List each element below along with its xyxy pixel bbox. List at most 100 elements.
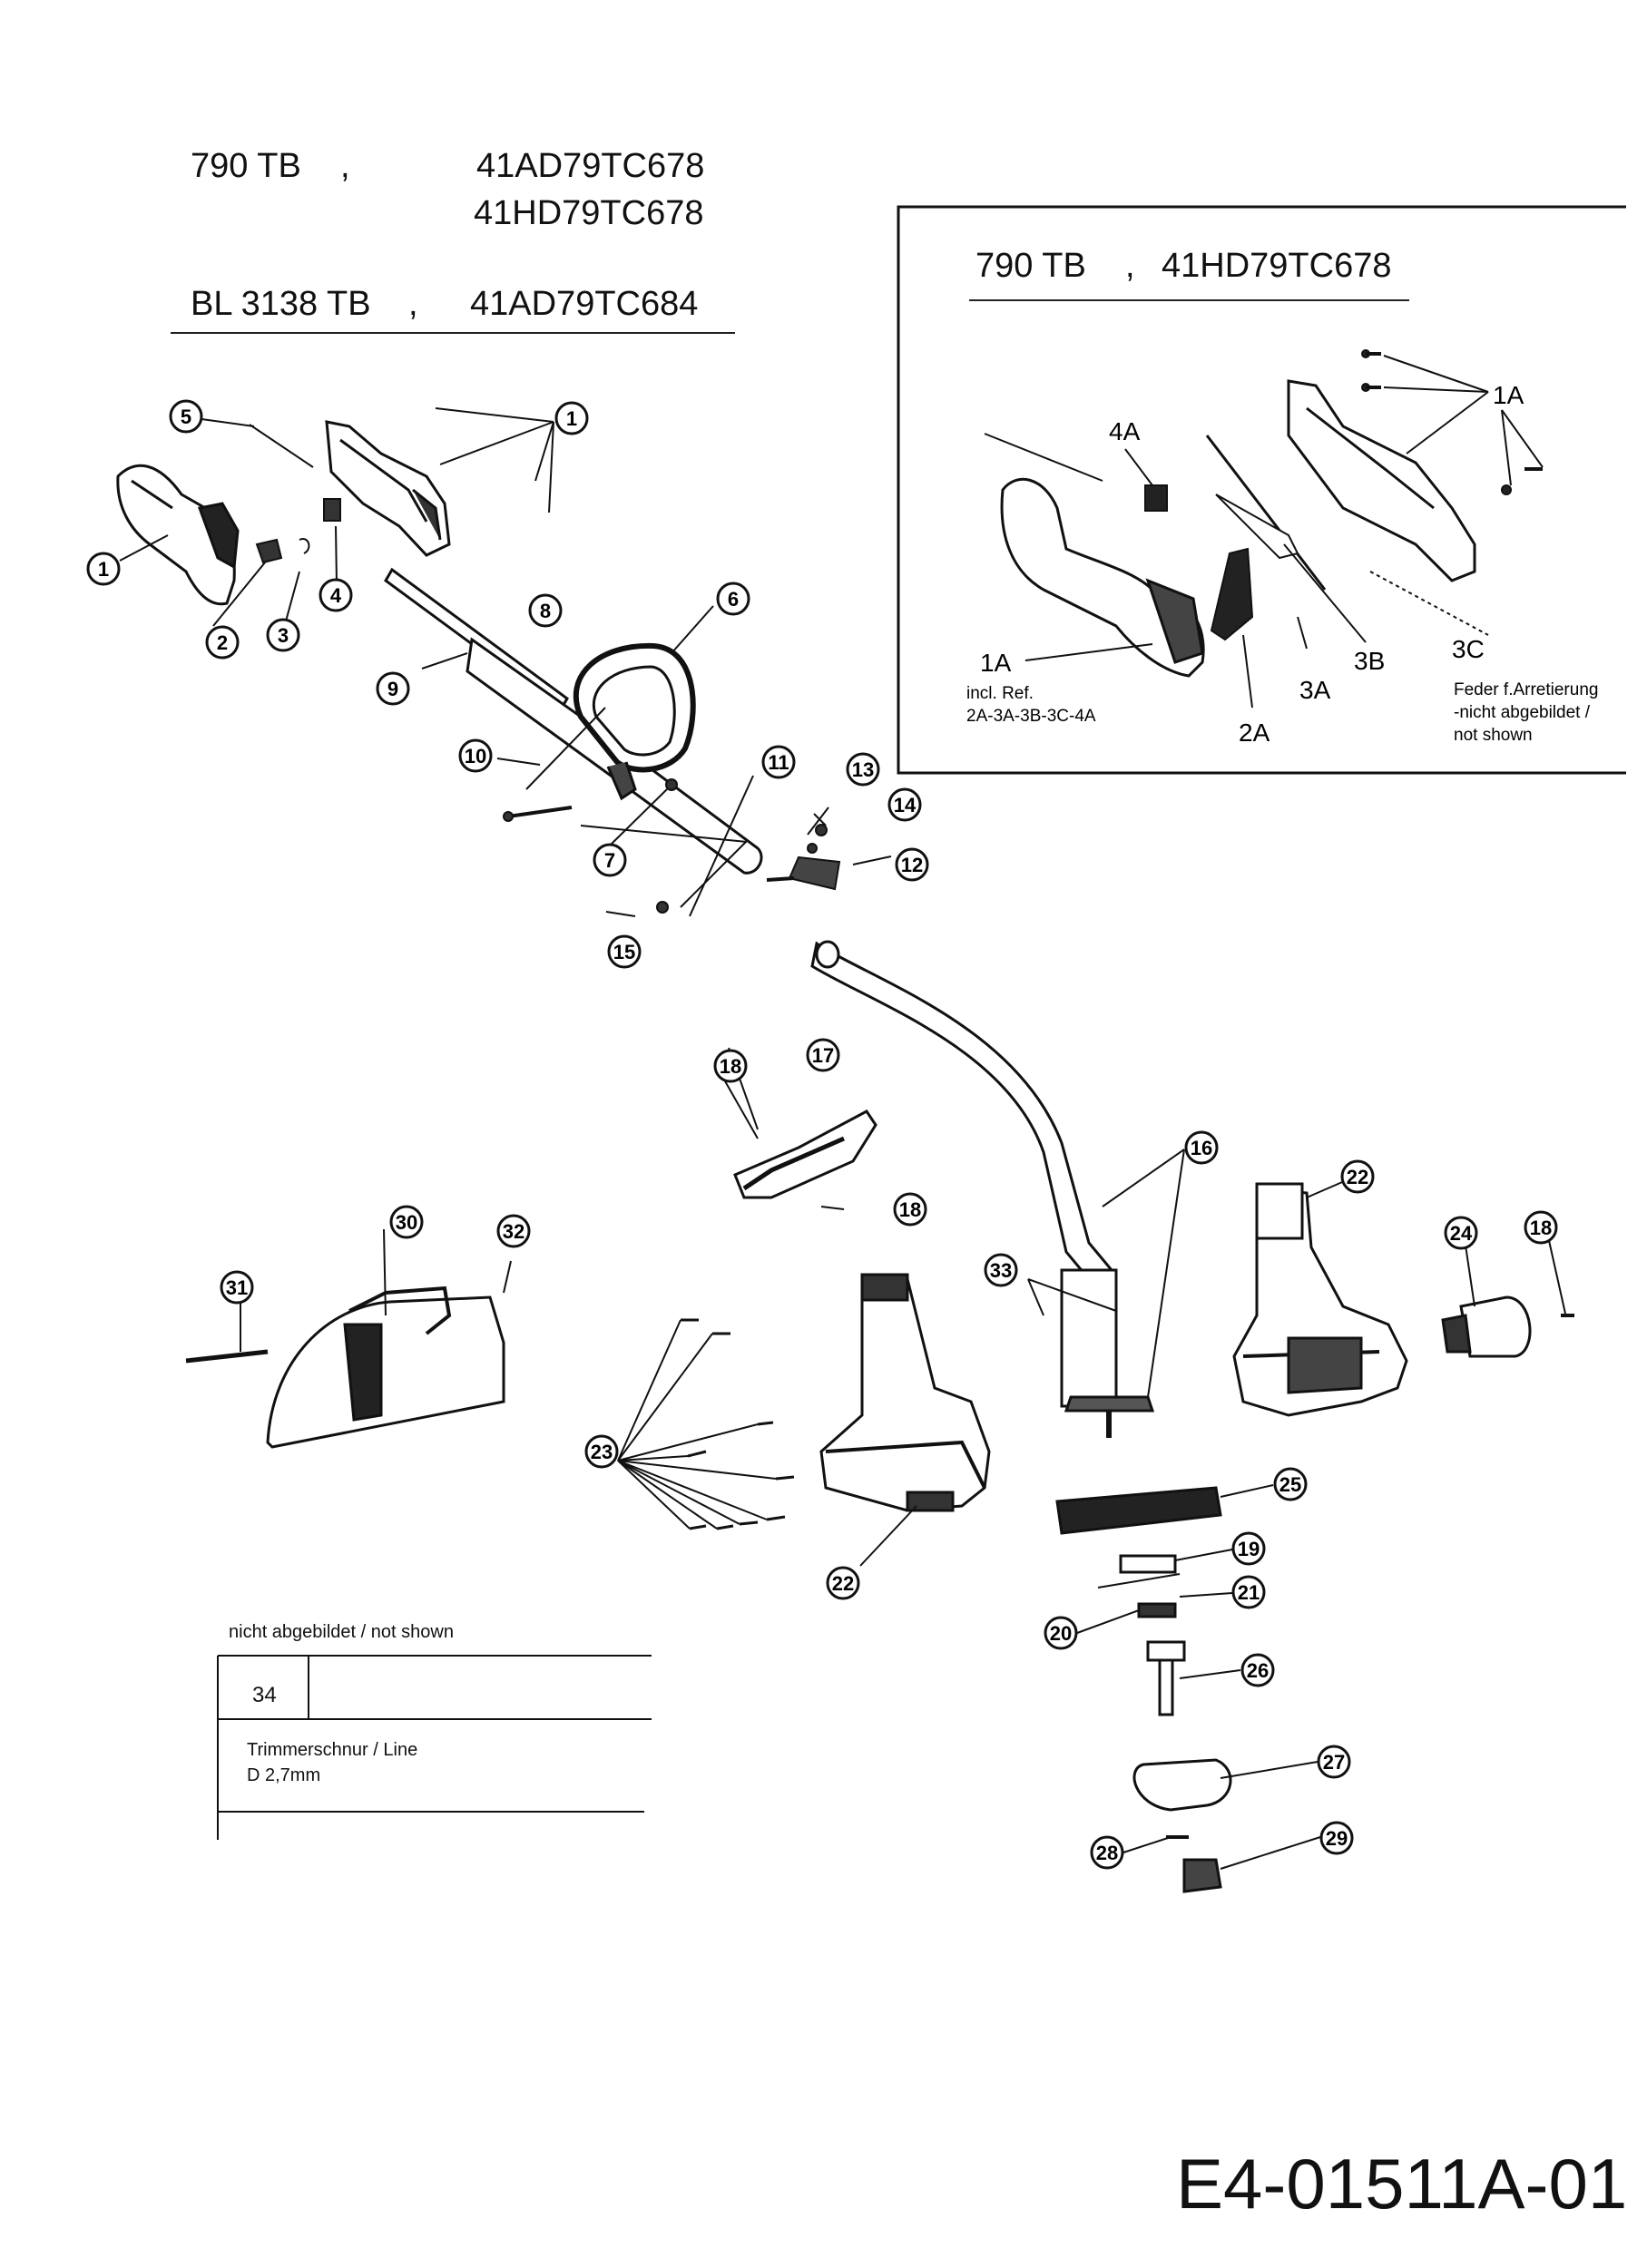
callout: 1 — [554, 401, 589, 435]
inset-label-3b: 3B — [1354, 647, 1385, 675]
callout: 24 — [1444, 1216, 1478, 1250]
callout: 16 — [1184, 1130, 1219, 1165]
callout-number: 25 — [1279, 1473, 1301, 1496]
callout-number: 19 — [1238, 1538, 1260, 1560]
callout: 3 — [266, 618, 300, 652]
callout: 25 — [1273, 1467, 1308, 1501]
callout: 1 — [86, 552, 121, 586]
inset-trigger-part — [984, 349, 1543, 641]
callout-number: 13 — [852, 758, 874, 781]
callout-number: 22 — [1347, 1166, 1368, 1188]
inset-header-underline — [969, 299, 1409, 301]
callout: 4 — [319, 578, 353, 612]
callout-number: 18 — [899, 1198, 921, 1221]
callout: 23 — [584, 1434, 619, 1469]
inset-label-3c: 3C — [1452, 635, 1485, 663]
callout: 22 — [826, 1566, 860, 1600]
line-description: Trimmerschnur / Line — [247, 1740, 418, 1760]
lower-shaft-part — [810, 940, 1114, 1281]
bail-handle-part — [573, 642, 696, 801]
callout: 8 — [528, 593, 563, 628]
spring-note-line3: not shown — [1454, 726, 1533, 745]
not-shown-title: nicht abgebildet / not shown — [229, 1622, 454, 1642]
callout-number: 1 — [98, 558, 109, 581]
motor-housing-left-part — [819, 1273, 991, 1512]
callout: 13 — [846, 752, 880, 787]
inset-separator: , — [1125, 247, 1135, 285]
callout: 26 — [1240, 1653, 1275, 1687]
trigger-part — [249, 424, 341, 564]
guard-bracket-part — [733, 1110, 877, 1199]
callout: 29 — [1319, 1821, 1354, 1855]
leader-lines — [119, 355, 1566, 1870]
part-number-41ad79tc684: 41AD79TC684 — [470, 285, 699, 323]
part-number-41hd79tc678: 41HD79TC678 — [474, 194, 704, 232]
callout-number: 27 — [1323, 1751, 1345, 1774]
callout: 22 — [1340, 1159, 1375, 1194]
inset-part-number: 41HD79TC678 — [1162, 247, 1392, 285]
callout-number: 21 — [1238, 1581, 1260, 1604]
callout: 19 — [1231, 1531, 1266, 1566]
callout-number: 11 — [768, 751, 789, 774]
incl-ref-note: incl. Ref. — [966, 684, 1034, 703]
callout-number: 12 — [901, 854, 923, 876]
incl-ref-list: 2A-3A-3B-3C-4A — [966, 707, 1096, 726]
header-underline — [171, 332, 735, 334]
callout-number: 17 — [812, 1044, 834, 1067]
callout: 11 — [761, 745, 796, 779]
model-label-bl3138tb: BL 3138 TB — [191, 285, 371, 323]
inset-housing-part — [1287, 379, 1476, 582]
callout-number: 1 — [566, 407, 577, 430]
callout-number: 29 — [1326, 1827, 1348, 1850]
callout: 6 — [716, 582, 750, 616]
document-id: E4-01511A-01 — [1176, 2144, 1628, 2224]
inset-model-label: 790 TB — [975, 247, 1086, 285]
callout-number: 18 — [720, 1055, 741, 1078]
callout: 15 — [607, 934, 642, 969]
inset-label-1a-top: 1A — [1493, 381, 1524, 409]
callout: 30 — [389, 1205, 424, 1239]
callout-number: 6 — [728, 588, 739, 611]
spring-note-line2: -nicht abgebildet / — [1454, 703, 1591, 722]
callout: 28 — [1090, 1835, 1124, 1870]
callout-number: 26 — [1247, 1659, 1269, 1682]
callout-number: 23 — [591, 1441, 613, 1463]
callout: 33 — [984, 1253, 1018, 1287]
callout: 5 — [169, 399, 203, 434]
motor-housing-right-part — [1232, 1182, 1408, 1417]
callout: 31 — [220, 1270, 254, 1305]
inset-label-3a: 3A — [1299, 676, 1331, 704]
callout-number: 33 — [990, 1259, 1012, 1282]
part-number-41ad79tc678: 41AD79TC678 — [476, 147, 705, 185]
callout-number: 5 — [181, 406, 191, 428]
model-separator: , — [408, 285, 418, 323]
line-part-number: 34 — [252, 1683, 277, 1707]
small-hardware-part — [503, 778, 841, 914]
callout-number: 20 — [1050, 1622, 1072, 1645]
callout-number: 22 — [832, 1572, 854, 1595]
callout-number: 32 — [503, 1220, 524, 1243]
inset-label-2a: 2A — [1239, 719, 1270, 747]
callout-number: 9 — [387, 678, 398, 700]
callout: 2 — [205, 625, 240, 660]
callout: 7 — [593, 843, 627, 877]
callout-number: 2 — [217, 631, 228, 654]
callout-number: 30 — [396, 1211, 417, 1234]
callout: 20 — [1044, 1616, 1078, 1650]
motor-mount-part — [1060, 1268, 1155, 1438]
spring-note-line1: Feder f.Arretierung — [1454, 680, 1598, 699]
inset-label-1a: 1A — [980, 649, 1012, 677]
callout-number: 10 — [465, 745, 486, 767]
not-shown-table — [217, 1655, 652, 1840]
callout-number: 15 — [613, 941, 635, 963]
callout-number: 7 — [604, 849, 615, 872]
callout-number: 14 — [894, 794, 917, 816]
battery-cap-part — [1441, 1295, 1574, 1358]
callout-number: 4 — [330, 584, 342, 607]
callout-number: 24 — [1450, 1222, 1473, 1245]
callout-number: 18 — [1530, 1217, 1552, 1239]
inset-label-4a: 4A — [1109, 417, 1141, 445]
line-diameter: D 2,7mm — [247, 1765, 321, 1785]
callout-number: 28 — [1096, 1842, 1118, 1864]
